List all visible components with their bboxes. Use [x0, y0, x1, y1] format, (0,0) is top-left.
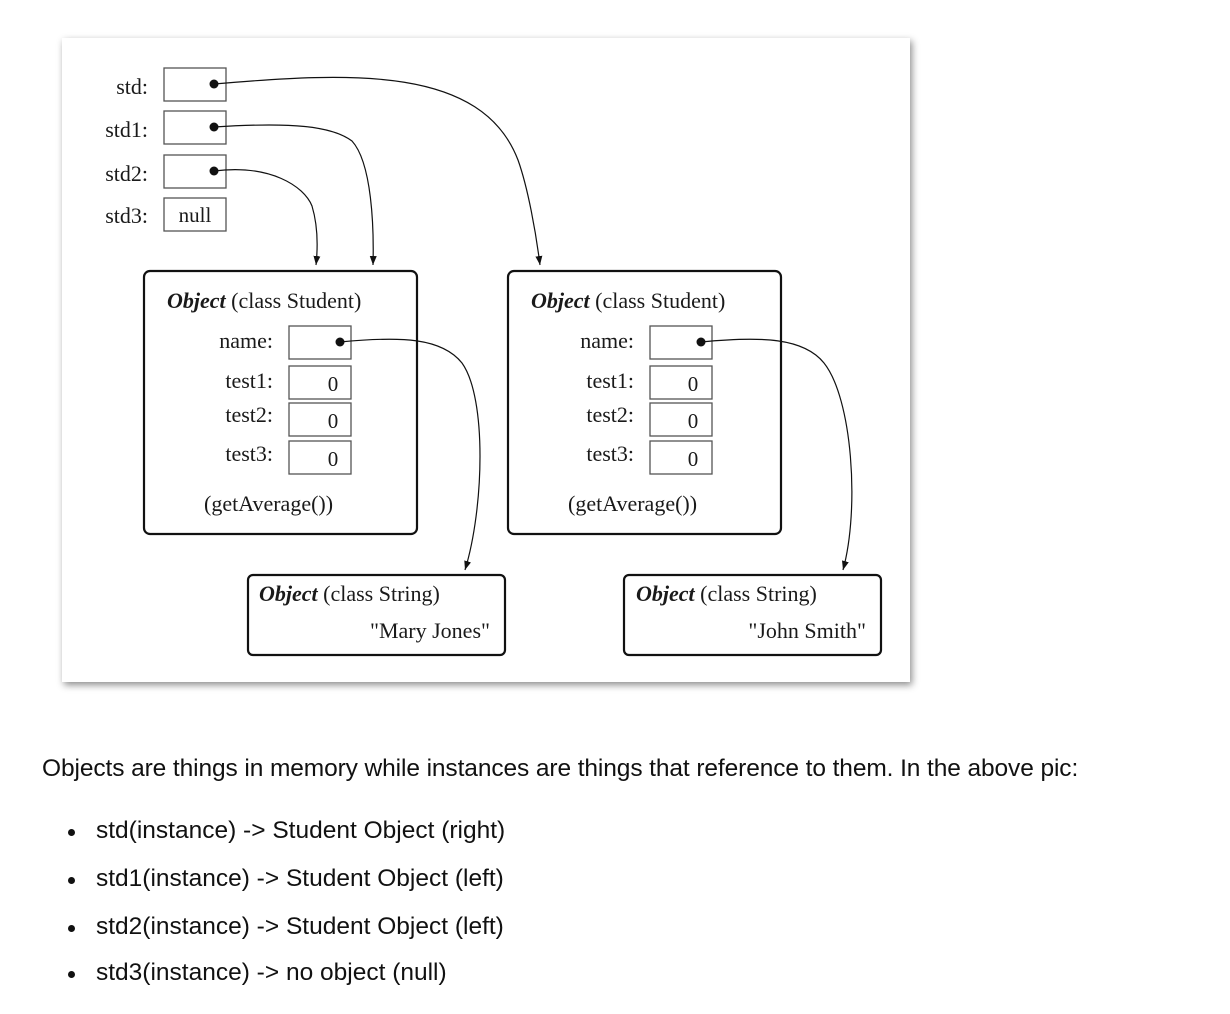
arrow-name-to-mary-jones: [339, 338, 481, 571]
variable-std1-label: std1:: [105, 117, 148, 142]
string-object-mary: Object (class String) "Mary Jones": [246, 573, 507, 657]
bullet-list: std(instance) -> Student Object (right) …: [67, 815, 505, 1005]
reference-arrows: [213, 76, 853, 571]
arrow-std-to-student-right: [213, 76, 543, 266]
arrow-name-to-john-smith: [700, 338, 853, 571]
list-item: std1(instance) -> Student Object (left): [67, 863, 505, 911]
string-object-john-frame: [622, 573, 883, 657]
student-object-right-title: Object (class Student): [531, 288, 725, 313]
memory-diagram: std: std1: std2: std3: null Object (clas…: [105, 67, 883, 657]
field-test1-value: 0: [688, 372, 699, 396]
field-test3-value: 0: [328, 447, 339, 471]
string-object-john-title: Object (class String): [636, 581, 817, 606]
method-get-average: (getAverage()): [204, 491, 333, 516]
string-object-john-value: "John Smith": [748, 618, 866, 643]
method-get-average: (getAverage()): [568, 491, 697, 516]
variable-std2: std2:: [105, 154, 227, 189]
field-name-label: name:: [219, 328, 273, 353]
field-test2-label: test2:: [225, 402, 273, 427]
field-test2-value: 0: [688, 409, 699, 433]
list-item: std(instance) -> Student Object (right): [67, 815, 505, 863]
student-object-right: Object (class Student) name: test1: 0 te…: [506, 269, 783, 536]
field-name-box: [288, 325, 352, 360]
student-object-left-title: Object (class Student): [167, 288, 361, 313]
student-object-left: Object (class Student) name: test1: 0 te…: [142, 269, 419, 536]
field-test3-label: test3:: [225, 441, 273, 466]
field-test2-label: test2:: [586, 402, 634, 427]
arrow-std2-to-student-left: [213, 169, 321, 266]
diagram-figure: std: std1: std2: std3: null Object (clas…: [62, 38, 910, 682]
variable-std3-box: [163, 197, 227, 232]
variable-std1: std1:: [105, 110, 227, 145]
string-object-mary-frame: [246, 573, 507, 657]
list-item: std3(instance) -> no object (null): [67, 957, 505, 1005]
field-test1-value: 0: [328, 372, 339, 396]
variable-std3-label: std3:: [105, 203, 148, 228]
field-name-label: name:: [580, 328, 634, 353]
arrow-std1-to-student-left: [213, 124, 377, 266]
variable-std3: std3: null: [105, 197, 227, 232]
string-object-mary-title: Object (class String): [259, 581, 440, 606]
variable-std: std:: [116, 67, 227, 102]
list-item: std2(instance) -> Student Object (left): [67, 911, 505, 957]
variable-std3-value: null: [179, 203, 212, 227]
variable-std2-label: std2:: [105, 161, 148, 186]
field-test2-value: 0: [328, 409, 339, 433]
field-test1-label: test1:: [225, 368, 273, 393]
variable-std-label: std:: [116, 74, 148, 99]
string-object-john: Object (class String) "John Smith": [622, 573, 883, 657]
field-test1-label: test1:: [586, 368, 634, 393]
student-object-right-frame: [506, 269, 783, 536]
string-object-mary-value: "Mary Jones": [370, 618, 490, 643]
field-test3-value: 0: [688, 447, 699, 471]
field-test3-label: test3:: [586, 441, 634, 466]
caption-text: Objects are things in memory while insta…: [42, 755, 1079, 782]
